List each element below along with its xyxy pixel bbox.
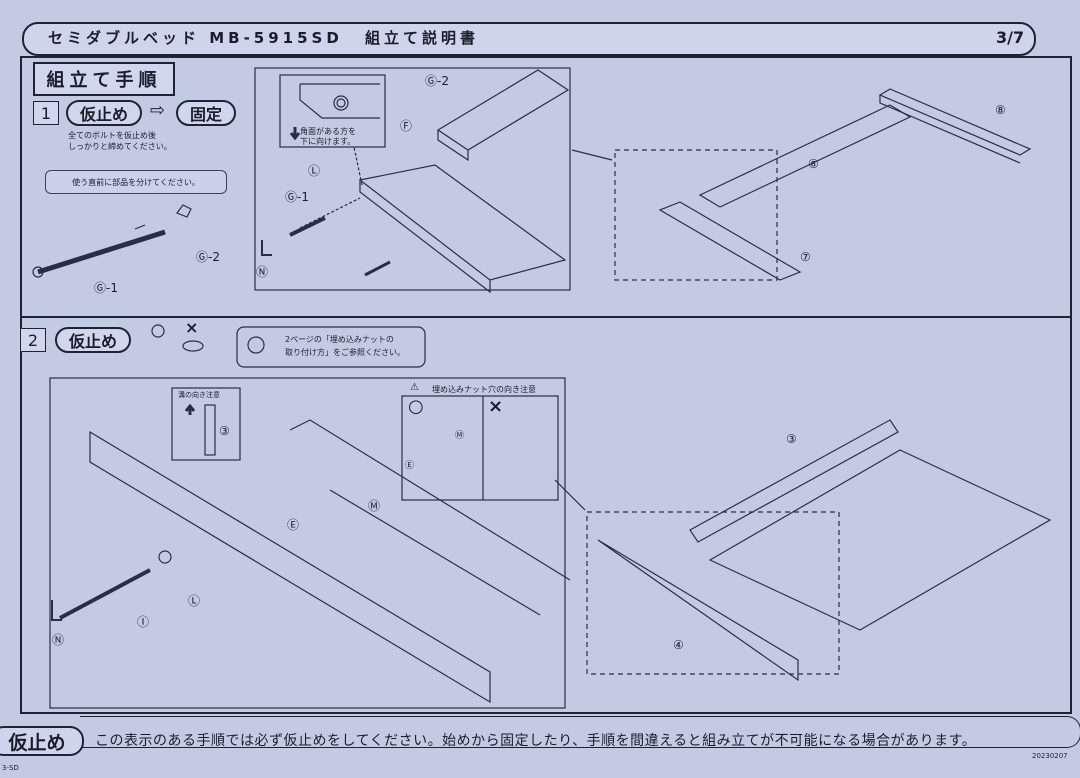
footer-warning: この表示のある手順では必ず仮止めをしてください。始めから固定したり、手順を間違え…	[95, 733, 977, 749]
nut-icon	[151, 324, 165, 338]
arrow-icon: ⇨	[150, 100, 166, 121]
step-1-fix-badge: 固定	[176, 100, 237, 126]
label-m-detail: Ⓜ	[455, 431, 465, 441]
label-part-4: ④	[673, 638, 684, 652]
reference-arrow	[571, 149, 613, 161]
step-2-temp-badge: 仮止め	[55, 327, 132, 353]
headboard-panel	[89, 430, 491, 704]
rail-drawing	[358, 164, 567, 294]
label-f: Ⓕ	[400, 119, 413, 133]
label-g1: Ⓖ-1	[285, 190, 309, 204]
content-frame	[20, 56, 1072, 714]
part-3	[689, 419, 899, 543]
reference-arrow-2	[554, 479, 586, 511]
overview-highlight-1	[614, 149, 778, 281]
label-part-8: ⑧	[995, 103, 1006, 117]
label-n-2: Ⓝ	[52, 633, 65, 647]
part-6	[698, 104, 912, 208]
label-g2-left: Ⓖ-2	[196, 250, 220, 264]
step-2-note-2: 取り付け方」をご参照ください。	[285, 348, 405, 357]
doc-code: 3-SD	[2, 764, 19, 772]
corner-callout-box	[279, 74, 386, 148]
down-arrow-icon	[289, 127, 301, 141]
label-n: Ⓝ	[256, 265, 269, 279]
nut-orientation-box	[401, 395, 559, 501]
section-divider	[20, 316, 1070, 318]
hex-wrench-icon	[261, 240, 272, 256]
hex-wrench-icon-2	[51, 600, 62, 621]
part-4	[597, 539, 799, 682]
step-1-number: 1	[33, 101, 59, 125]
label-e: Ⓔ	[287, 518, 300, 532]
label-i: Ⓘ	[137, 615, 150, 629]
step-2-note-1: 2ページの「埋め込みナットの	[285, 335, 394, 344]
step-1-instruction-2: しっかりと締めてください。	[68, 142, 172, 151]
overview-highlight-2	[586, 511, 840, 675]
product-name: セミダブルベッド MB-5915SD	[48, 29, 343, 47]
label-e-detail: Ⓔ	[405, 461, 415, 471]
section-title: 組立て手順	[33, 62, 175, 96]
label-l-2: Ⓛ	[188, 594, 201, 608]
bolt-drawing	[32, 204, 192, 278]
footer-bar	[80, 716, 1080, 748]
label-part-3: ③	[786, 432, 797, 446]
document-title: 組立て説明書	[365, 29, 480, 47]
correct-mark: ○	[408, 396, 424, 417]
date-code: 20230207	[1032, 752, 1068, 760]
incorrect-mark: ×	[488, 396, 504, 417]
callout-text-1: 角面がある方を	[300, 127, 356, 136]
callout-text-2: 下に向けます。	[300, 137, 356, 146]
label-g2: Ⓖ-2	[425, 74, 449, 88]
corner-shape	[299, 83, 380, 119]
step-1-instruction-1: 全てのボルトを仮止め後	[68, 131, 156, 140]
label-m: Ⓜ	[368, 499, 381, 513]
step-2-detail-panel	[49, 377, 566, 709]
step-1-temp-badge: 仮止め	[66, 100, 143, 126]
part-8	[878, 88, 1032, 164]
footer-temp-badge: 仮止め	[0, 726, 84, 756]
not-allowed-mark: ×	[185, 318, 199, 337]
label-part-3-detail: ③	[219, 424, 230, 438]
warning-icon: ⚠	[410, 382, 419, 393]
header-bar	[22, 22, 1036, 56]
part-7	[658, 201, 802, 281]
groove-note: 溝の向き注意	[178, 391, 220, 399]
step-2-number: 2	[20, 328, 46, 352]
step-2-note-box	[236, 326, 426, 368]
frame-part	[708, 449, 1052, 631]
nut-warning: 埋め込みナット穴の向き注意	[432, 385, 536, 394]
washer-icon	[182, 340, 204, 352]
step-1-note-text: 使う直前に部品を分けてください。	[72, 177, 200, 187]
groove-callout-box	[171, 387, 241, 461]
label-part-6: ⑥	[808, 157, 819, 171]
page-number: 3/7	[996, 28, 1025, 47]
label-g1-left: Ⓖ-1	[94, 281, 118, 295]
step-1-detail-panel	[254, 67, 571, 291]
step-1-note: 使う直前に部品を分けてください。	[45, 170, 227, 194]
worker-icon	[247, 336, 265, 354]
board-drawing	[436, 69, 570, 162]
label-part-7: ⑦	[800, 250, 811, 264]
label-l: Ⓛ	[308, 164, 321, 178]
